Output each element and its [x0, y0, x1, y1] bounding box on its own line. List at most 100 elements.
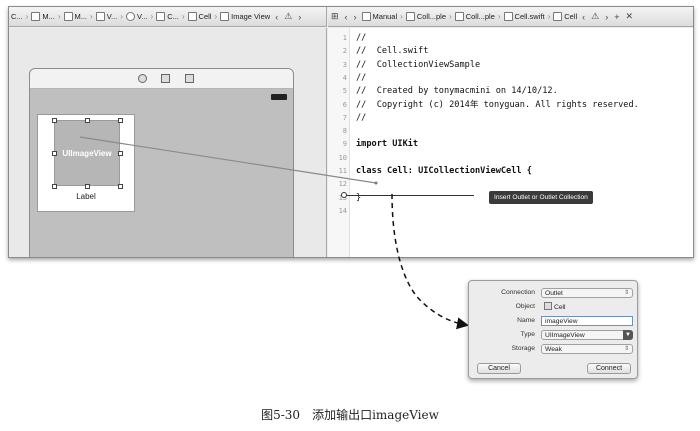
image-view[interactable]: UIImageView [54, 120, 120, 186]
chevron-right-icon: › [400, 12, 403, 21]
code-text: // [356, 72, 367, 83]
type-label: Type [520, 331, 536, 338]
storage-row: Storage Weak⇕ [469, 344, 637, 355]
jump-bar-item[interactable]: Coll...ple [453, 12, 497, 21]
code-line[interactable]: 8 [328, 125, 693, 138]
jump-bar-item[interactable]: M... [29, 12, 57, 21]
resize-handle[interactable] [85, 184, 90, 189]
connection-select[interactable]: Outlet⇕ [541, 288, 633, 298]
connection-row: Connection Outlet⇕ [469, 288, 637, 299]
code-line[interactable]: 4// [328, 72, 693, 85]
jump-bar-item[interactable]: Cell [551, 12, 579, 21]
code-text: } [356, 192, 362, 203]
line-number: 7 [342, 113, 347, 122]
object-label: Object [515, 303, 535, 310]
jump-bar-item[interactable]: C... [11, 12, 23, 21]
jump-bar-item[interactable]: Image View [218, 12, 272, 21]
jump-bar-item[interactable]: Manual [360, 12, 400, 21]
forward-arrow-icon[interactable]: › [353, 11, 357, 22]
image-view-icon [220, 12, 230, 21]
name-input[interactable]: imageView [541, 316, 633, 326]
chevron-right-icon: › [214, 12, 218, 21]
code-line[interactable]: 10 [328, 152, 693, 165]
jump-bar-item[interactable]: V... [94, 12, 120, 21]
type-combo-box[interactable]: UIImageView▼ [541, 330, 633, 340]
jump-bar-item[interactable]: V... [124, 12, 150, 21]
resize-handle[interactable] [52, 118, 57, 123]
jump-bar-item[interactable]: Cell [186, 12, 214, 21]
chevron-right-icon: › [120, 12, 123, 21]
scene-dock [30, 69, 293, 89]
controller-icon [125, 12, 135, 21]
battery-icon [271, 94, 287, 100]
line-number: 2 [342, 47, 347, 56]
code-line[interactable]: 7 // [328, 112, 693, 125]
object-value: Cell [541, 302, 633, 312]
first-responder-icon[interactable] [161, 74, 170, 83]
chevron-right-icon: › [547, 12, 551, 21]
collection-view-cell[interactable]: UIImageView Label [37, 114, 135, 212]
warning-icon[interactable]: ⚠ [284, 11, 293, 21]
jump-bar-item[interactable]: Coll...ple [404, 12, 448, 21]
cell-icon [187, 12, 197, 21]
storyboard-canvas[interactable]: UIImageView Label [9, 28, 327, 257]
line-number: 14 [338, 206, 347, 215]
storage-label: Storage [511, 345, 535, 352]
close-icon[interactable]: ✕ [625, 11, 634, 21]
chevron-right-icon: › [90, 12, 93, 21]
project-icon [405, 12, 415, 21]
storage-select[interactable]: Weak⇕ [541, 344, 633, 354]
code-line[interactable]: 2// Cell.swift [328, 45, 693, 58]
jump-bar-item[interactable]: M... [62, 12, 90, 21]
line-number: 5 [342, 87, 347, 96]
book-icon [361, 12, 371, 21]
code-text: // [356, 112, 367, 123]
view-icon [95, 12, 105, 21]
code-line[interactable]: 6// Copyright (c) 2014年 tonyguan. All ri… [328, 99, 693, 112]
chevron-right-icon: › [57, 12, 61, 21]
code-line[interactable]: 14 [328, 205, 693, 218]
cancel-button[interactable]: Cancel [477, 363, 521, 374]
chevron-right-icon: › [497, 12, 501, 21]
line-number: 8 [342, 127, 347, 136]
chevron-left-icon[interactable]: ‹ [582, 11, 586, 22]
add-icon[interactable]: + [614, 11, 620, 22]
outlet-connection-popover: Connection Outlet⇕ Object Cell Name imag… [468, 280, 638, 379]
back-arrow-icon[interactable]: ‹ [344, 11, 348, 22]
resize-handle[interactable] [52, 184, 57, 189]
view-controller-icon[interactable] [138, 74, 147, 83]
resize-handle[interactable] [85, 118, 90, 123]
chevron-right-icon: › [449, 12, 452, 21]
chevron-down-icon[interactable]: ▼ [623, 330, 633, 340]
resize-handle[interactable] [118, 118, 123, 123]
code-line[interactable]: 12 [328, 178, 693, 191]
exit-icon[interactable] [185, 74, 194, 83]
editor-jump-bar: ⊞ ‹ › Manual › Coll...ple › Coll...ple ›… [328, 7, 693, 27]
updown-arrow-icon: ⇕ [623, 346, 629, 352]
code-line[interactable]: 5 // Created by tonymacmini on 14/10/12. [328, 85, 693, 98]
warning-icon[interactable]: ⚠ [591, 11, 600, 21]
chevron-right-icon[interactable]: › [298, 11, 302, 22]
resize-handle[interactable] [118, 184, 123, 189]
xcode-window: C... › M... › M... › V... › V... › C... … [8, 6, 694, 258]
jump-bar-item[interactable]: Cell.swift [502, 12, 547, 21]
line-number: 1 [342, 34, 347, 42]
cell-label[interactable]: Label [76, 192, 96, 201]
name-label: Name [517, 317, 535, 324]
chevron-right-icon[interactable]: › [605, 11, 609, 22]
jump-bar-item[interactable]: C... [154, 12, 181, 21]
grid-icon[interactable]: ⊞ [331, 11, 339, 21]
code-text: // CollectionViewSample [356, 59, 481, 70]
connect-button[interactable]: Connect [587, 363, 631, 374]
chevron-left-icon[interactable]: ‹ [275, 11, 279, 22]
resize-handle[interactable] [52, 151, 57, 156]
figure-caption: 图5-30 添加输出口imageView [261, 408, 439, 422]
code-line[interactable]: 1// [328, 32, 693, 45]
class-icon [553, 12, 563, 21]
code-text: // Created by tonymacmini on 14/10/12. [356, 86, 558, 97]
code-line[interactable]: 3// CollectionViewSample [328, 59, 693, 72]
resize-handle[interactable] [118, 151, 123, 156]
